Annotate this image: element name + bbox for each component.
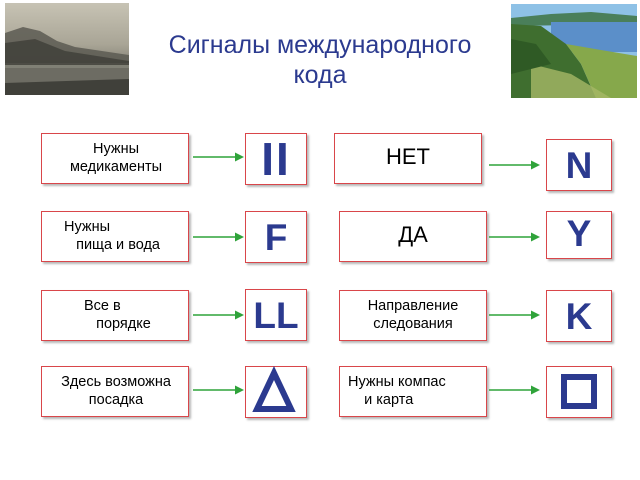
signal-meaning-all-ok: Все в порядке <box>41 290 189 341</box>
signal-meaning-direction: Направление следования <box>339 290 487 341</box>
triangle-icon <box>251 365 296 412</box>
signal-meaning-text: Направление следования <box>367 298 459 332</box>
signal-symbol-landing <box>245 365 307 418</box>
signal-symbol-all-ok: LL <box>245 289 307 341</box>
signal-symbol-direction: K <box>546 290 612 342</box>
signal-meaning-compass-map: Нужны компас и карта <box>339 366 487 417</box>
arrow-icon <box>193 310 244 320</box>
arrow-icon <box>489 160 540 170</box>
square-icon <box>560 373 597 409</box>
signal-symbol-food-water: F <box>245 211 307 263</box>
signal-symbol-text: LL <box>253 295 299 336</box>
arrow-icon <box>193 385 244 395</box>
signal-meaning-text: НЕТ <box>386 144 430 169</box>
signal-meaning-landing: Здесь возможна посадка <box>41 366 189 417</box>
signal-symbol-no: N <box>546 139 612 191</box>
signal-symbol-text: K <box>565 296 593 337</box>
arrow-icon <box>193 152 244 162</box>
arrow-icon <box>489 232 540 242</box>
arrow-icon <box>489 385 540 395</box>
signal-meaning-text: Нужны компас и карта <box>348 374 446 408</box>
arrow-icon <box>489 310 540 320</box>
lake-meadow-photo <box>511 4 637 98</box>
signal-symbol-medicine: II <box>245 133 307 185</box>
misty-lake-photo <box>5 3 129 95</box>
signal-symbol-text: F <box>264 217 288 258</box>
signal-symbol-yes: Y <box>546 211 612 259</box>
signal-meaning-text: ДА <box>398 222 428 247</box>
signal-meaning-no: НЕТ <box>334 133 482 184</box>
signal-meaning-text: Все в порядке <box>84 298 151 332</box>
signal-symbol-text: II <box>261 133 291 185</box>
signal-meaning-text: Нужны пища и вода <box>64 219 160 253</box>
signal-meaning-text: Нужны медикаменты <box>69 141 163 175</box>
signal-meaning-text: Здесь возможна посадка <box>61 374 171 408</box>
signal-symbol-text: N <box>565 145 593 186</box>
page-title: Сигналы международного кода <box>168 31 472 89</box>
signal-meaning-yes: ДА <box>339 211 487 262</box>
signal-symbol-compass-map <box>546 366 612 418</box>
signal-symbol-text: Y <box>566 213 592 254</box>
signal-meaning-medicine: Нужны медикаменты <box>41 133 189 184</box>
arrow-icon <box>193 232 244 242</box>
signal-meaning-food-water: Нужны пища и вода <box>41 211 189 262</box>
